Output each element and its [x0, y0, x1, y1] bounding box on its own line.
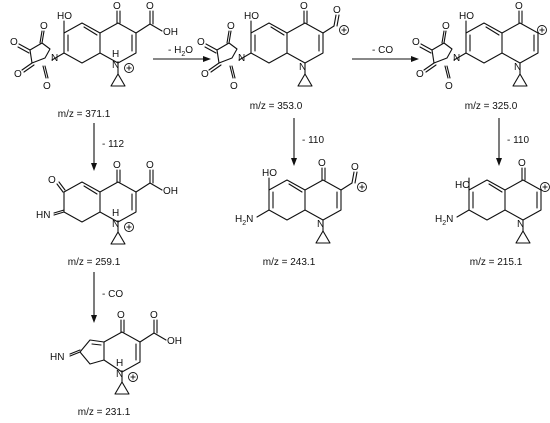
atom-o: O: [201, 69, 209, 80]
atom-ho: HO: [459, 11, 474, 22]
atom-o: O: [117, 310, 125, 321]
mz-label-371: m/z = 371.1: [58, 109, 111, 120]
mz-label-243: m/z = 243.1: [263, 257, 316, 268]
atom-ho: HO: [57, 11, 72, 22]
step-label-loss-112: - 112: [102, 139, 124, 150]
positive-charge-icon: [124, 222, 134, 232]
atom-ho: HO: [244, 11, 259, 22]
atom-o: O: [48, 175, 56, 186]
positive-charge-icon: [124, 63, 134, 73]
structure-215: HO O H2N N: [435, 158, 550, 244]
arrow-325-to-215: [496, 118, 502, 166]
mz-label-353: m/z = 353.0: [250, 101, 303, 112]
atom-n: N: [51, 53, 58, 64]
atom-o: O: [333, 5, 341, 16]
atom-o: O: [150, 310, 158, 321]
step-label-loss-110-middle: - 110: [302, 135, 324, 146]
atom-o: O: [318, 158, 326, 169]
structure-231: HN O O OH N H: [50, 310, 182, 395]
atom-o: O: [300, 1, 308, 12]
positive-charge-icon: [357, 182, 367, 192]
atom-o: O: [146, 1, 154, 12]
atom-nh2: H2N: [235, 214, 253, 227]
positive-charge-icon: [537, 25, 547, 35]
atom-hn: HN: [36, 210, 50, 221]
atom-h: H: [112, 208, 119, 219]
atom-o: O: [113, 160, 121, 171]
atom-n: N: [238, 53, 245, 64]
svg-text:H2N: H2N: [235, 214, 253, 227]
atom-o: O: [227, 21, 235, 32]
atom-o: O: [442, 21, 450, 32]
structure-243: HO O O H2N N: [235, 158, 367, 244]
atom-o: O: [146, 160, 154, 171]
step-label-loss-110-right: - 110: [507, 135, 529, 146]
atom-ho: HO: [262, 168, 277, 179]
structure-371: HO O O OH O O O O N N H: [10, 1, 178, 92]
atom-nh2: H2N: [435, 214, 453, 227]
atom-oh: OH: [163, 27, 178, 38]
mz-label-231: m/z = 231.1: [78, 407, 131, 418]
atom-n: N: [299, 62, 306, 73]
atom-o: O: [113, 1, 121, 12]
atom-oh: OH: [167, 336, 182, 347]
atom-o: O: [515, 1, 523, 12]
atom-o: O: [351, 162, 359, 173]
atom-ho: HO: [455, 180, 470, 191]
atom-o: O: [412, 37, 420, 48]
arrow-371-to-259: [91, 123, 97, 171]
step-label-loss-co-bottom: - CO: [102, 289, 123, 300]
atom-n: N: [317, 219, 324, 230]
atom-o: O: [230, 81, 238, 92]
step-label-loss-co-top: - CO: [372, 45, 393, 56]
arrow-371-to-353: [153, 56, 211, 62]
atom-o: O: [40, 21, 48, 32]
mz-label-325: m/z = 325.0: [465, 101, 518, 112]
positive-charge-icon: [540, 182, 550, 192]
positive-charge-icon: [339, 25, 349, 35]
atom-n: N: [112, 219, 119, 230]
atom-oh: OH: [163, 186, 178, 197]
structure-259: O O O OH HN N H: [36, 160, 178, 245]
atom-n: N: [514, 62, 521, 73]
atom-n: N: [112, 60, 119, 71]
atom-h: H: [112, 49, 119, 60]
arrow-353-to-325: [352, 56, 419, 62]
atom-o: O: [14, 69, 22, 80]
atom-hn: HN: [50, 352, 64, 363]
atom-h: H: [116, 358, 123, 369]
step-label-loss-water: - H2O: [168, 45, 193, 58]
arrow-259-to-231: [91, 272, 97, 323]
arrow-353-to-243: [291, 118, 297, 166]
atom-o: O: [197, 37, 205, 48]
atom-o: O: [10, 37, 18, 48]
atom-n: N: [453, 53, 460, 64]
atom-o: O: [43, 81, 51, 92]
atom-o: O: [416, 69, 424, 80]
positive-charge-icon: [128, 372, 138, 382]
atom-n: N: [116, 369, 123, 380]
mz-label-259: m/z = 259.1: [68, 257, 121, 268]
atom-o: O: [518, 158, 526, 169]
structure-325: HO O O O O O N N: [412, 1, 547, 92]
atom-n: N: [517, 219, 524, 230]
structure-353: HO O O O O O O N N: [197, 1, 349, 92]
svg-text:H2N: H2N: [435, 214, 453, 227]
atom-o: O: [445, 81, 453, 92]
mz-label-215: m/z = 215.1: [470, 257, 523, 268]
